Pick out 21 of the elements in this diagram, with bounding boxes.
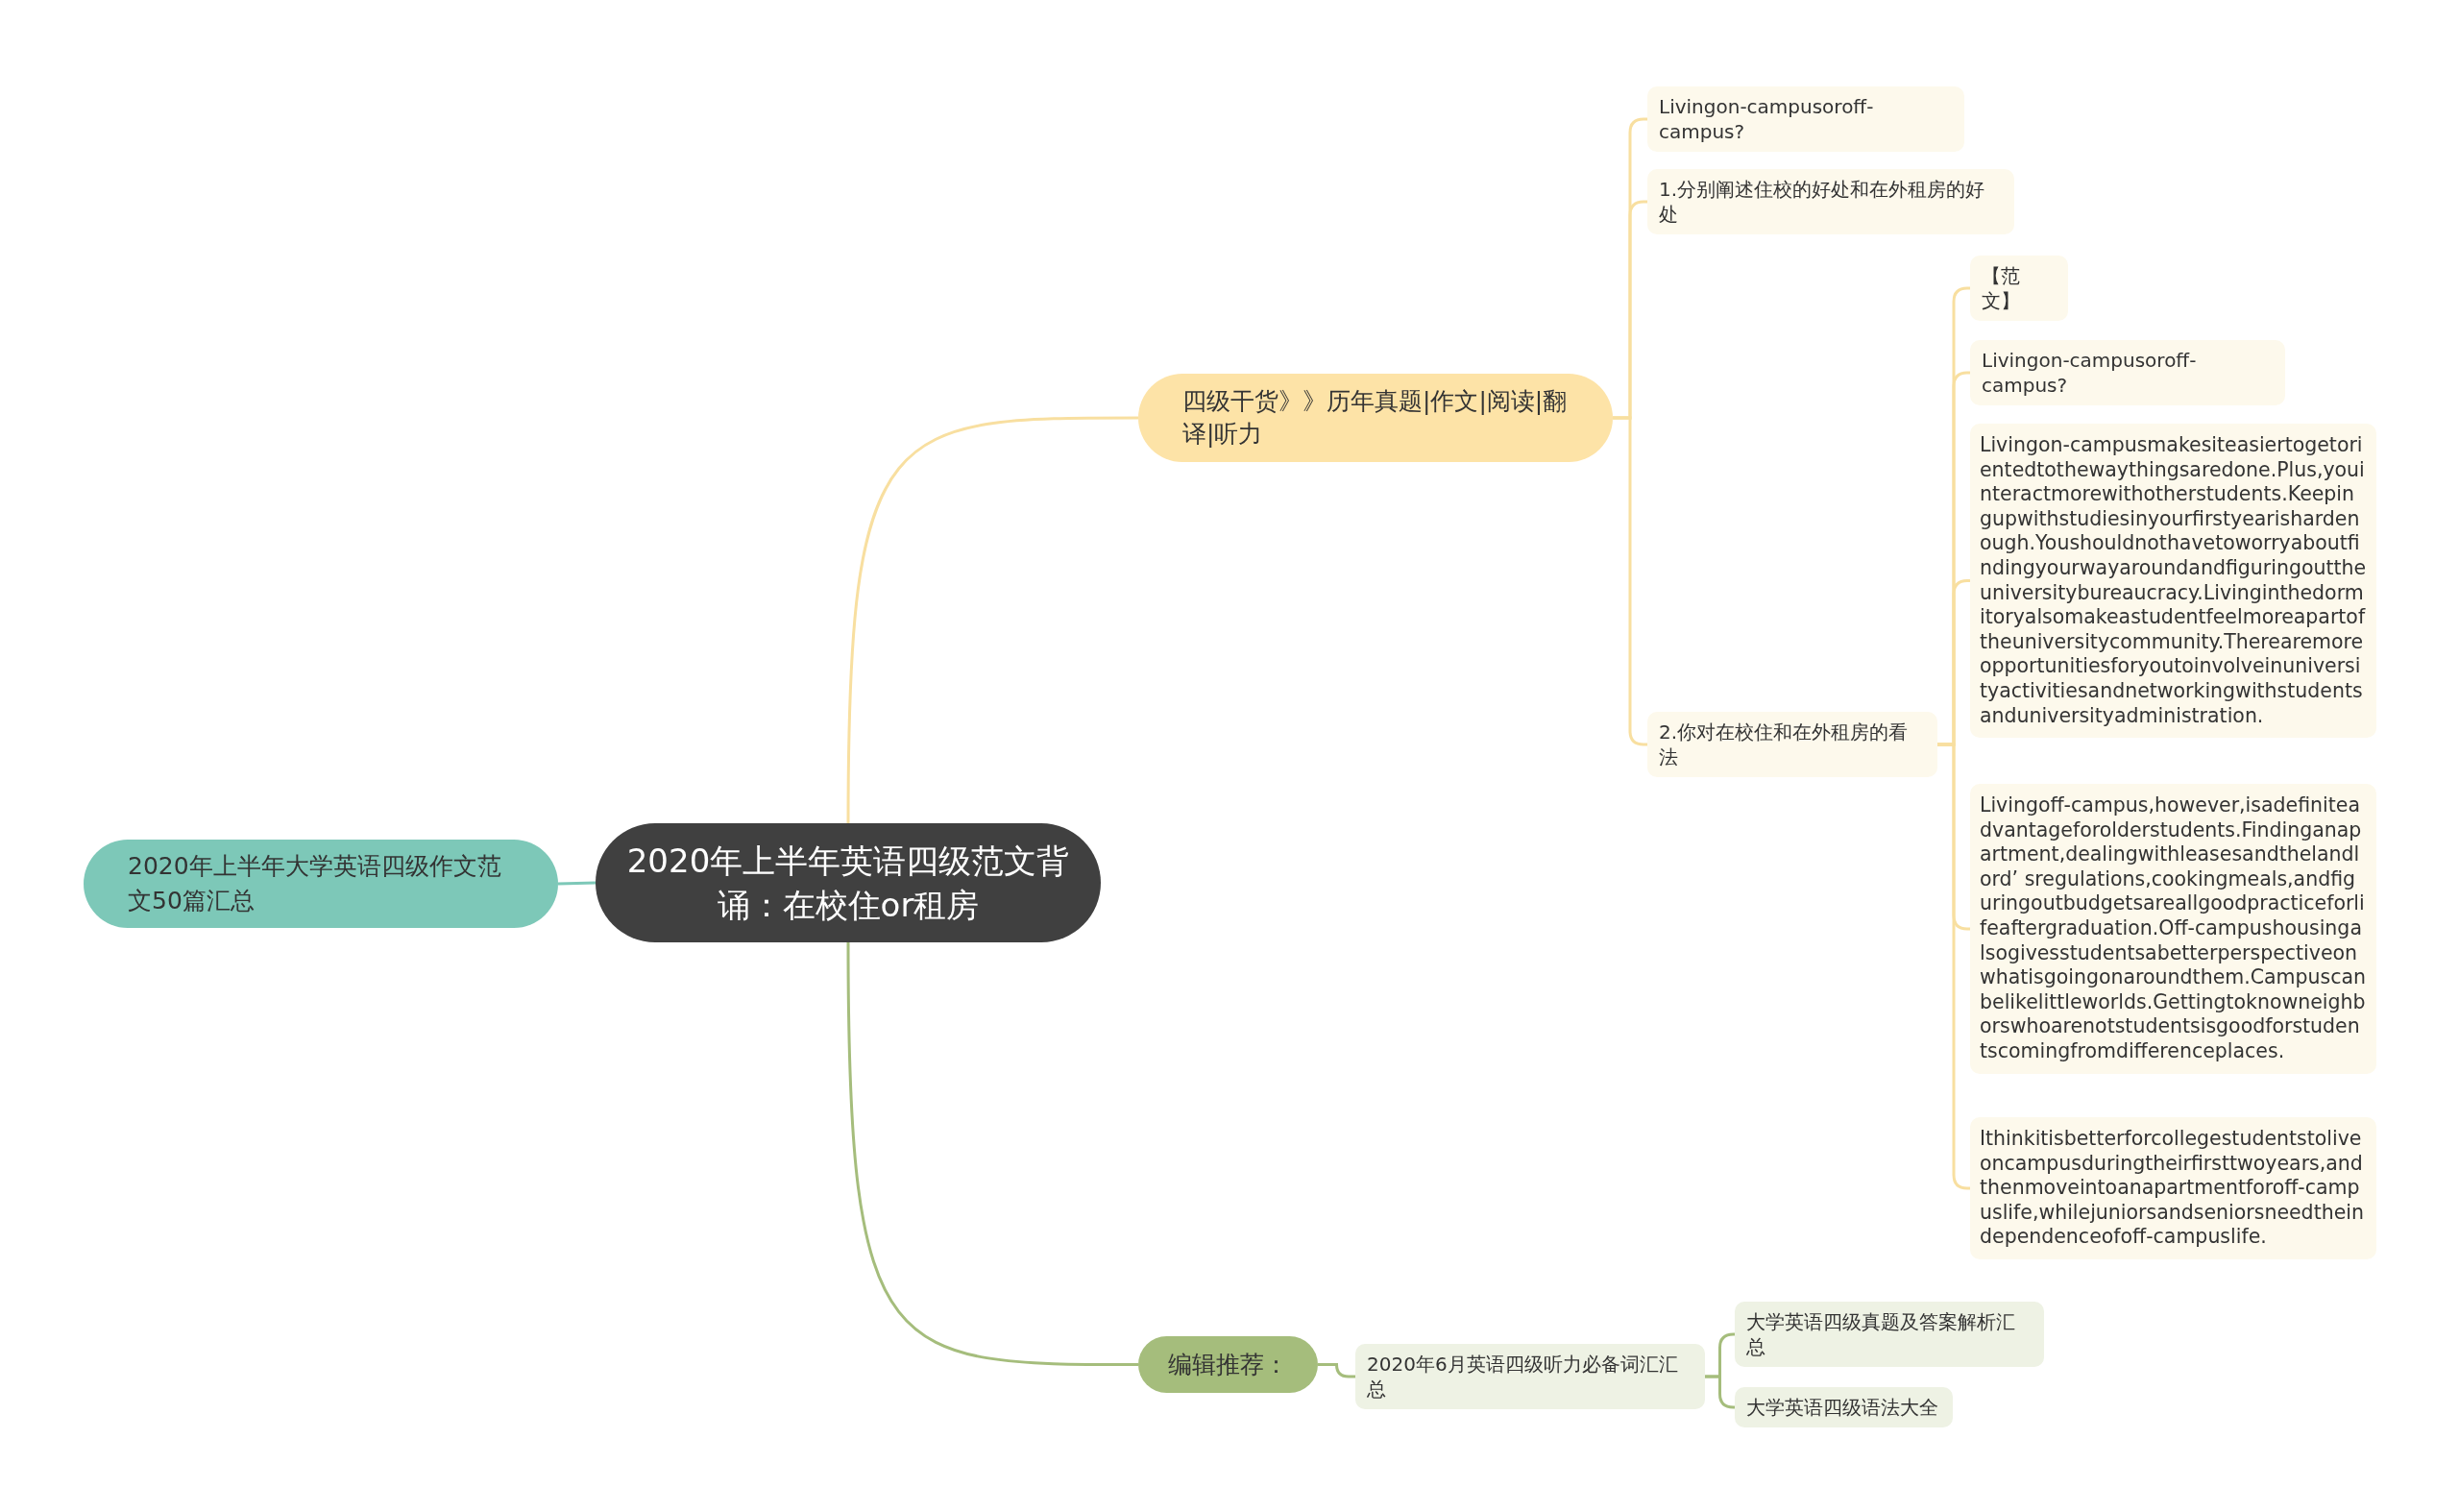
paragraph-box: Livingoff-campus,however,isadefiniteadvantageforolderstudents.Findinganapartment,dealingwithleasesandthelandlord’ sregulations,cookingmeals,andfiguringoutbudgetsareallgoodpracticeforlifeaftergraduation.Off-campushousingalsogivesstudentsabetterperspectiveonwhatisgoingonaroundthem.Campuscanbelikelittleworlds.Gettingtoknowneighborswhoarenotstudentsisgoodforstudentscomingfromdifferenceplaces. — [1970, 784, 2376, 1074]
subtopic-box: 【范文】 — [1970, 256, 2068, 321]
subtopic-box: Livingon-campusoroff-campus? — [1970, 340, 2285, 405]
subtopic-box: Livingon-campusoroff-campus? — [1647, 86, 1964, 152]
connector-line — [1705, 1375, 1736, 1409]
subtopic-box: 2020年6月英语四级听力必备词汇汇总 — [1355, 1344, 1705, 1409]
connector-line — [557, 881, 596, 886]
connector-line — [1318, 1363, 1355, 1378]
paragraph-box: Ithinkitisbetterforcollegestudentstoliveoncampusduringtheirfirsttwoyears,andthenmoveintoanapartmentforoff-campuslife,whilejuniorsandseniorsneedtheindependenceofoff-campuslife. — [1970, 1117, 2376, 1259]
topic-box: 四级干货》》历年真题|作文|阅读|翻译|听力 — [1138, 374, 1613, 462]
subtopic-box: 大学英语四级真题及答案解析汇总 — [1735, 1302, 2044, 1367]
connector-line — [846, 416, 1138, 823]
subtopic-box: 2.你对在校住和在外租房的看法 — [1647, 712, 1937, 777]
connector-line — [1937, 743, 1971, 1190]
topic-box: 2020年上半年英语四级范文背诵：在校住or租房 — [596, 823, 1101, 942]
paragraph-box: Livingon-campusmakesiteasiertogetorientedtothewaythingsaredone.Plus,youinteractmorewithotherstudents.Keepingupwithstudiesinyourfirstyearishardenough.Youshouldnothavetoworryaboutfindingyourwayaroundandfiguringouttheuniversitybureaucracy.Livinginthedormitoryalsomakeastudentfeelmoreapartoftheuniversitycommunity.Therearemoreopportunitiesforyoutoinvolveinuniversityactivitiesandnetworkingwithstudentsanduniversityadministration. — [1970, 424, 2376, 739]
subtopic-box: 1.分别阐述住校的好处和在外租房的好处 — [1647, 169, 2014, 234]
connector-line — [846, 942, 1138, 1366]
topic-box: 编辑推荐： — [1138, 1336, 1318, 1393]
topic-box: 2020年上半年大学英语四级作文范文50篇汇总 — [84, 840, 558, 928]
subtopic-box: 大学英语四级语法大全 — [1735, 1387, 1953, 1427]
